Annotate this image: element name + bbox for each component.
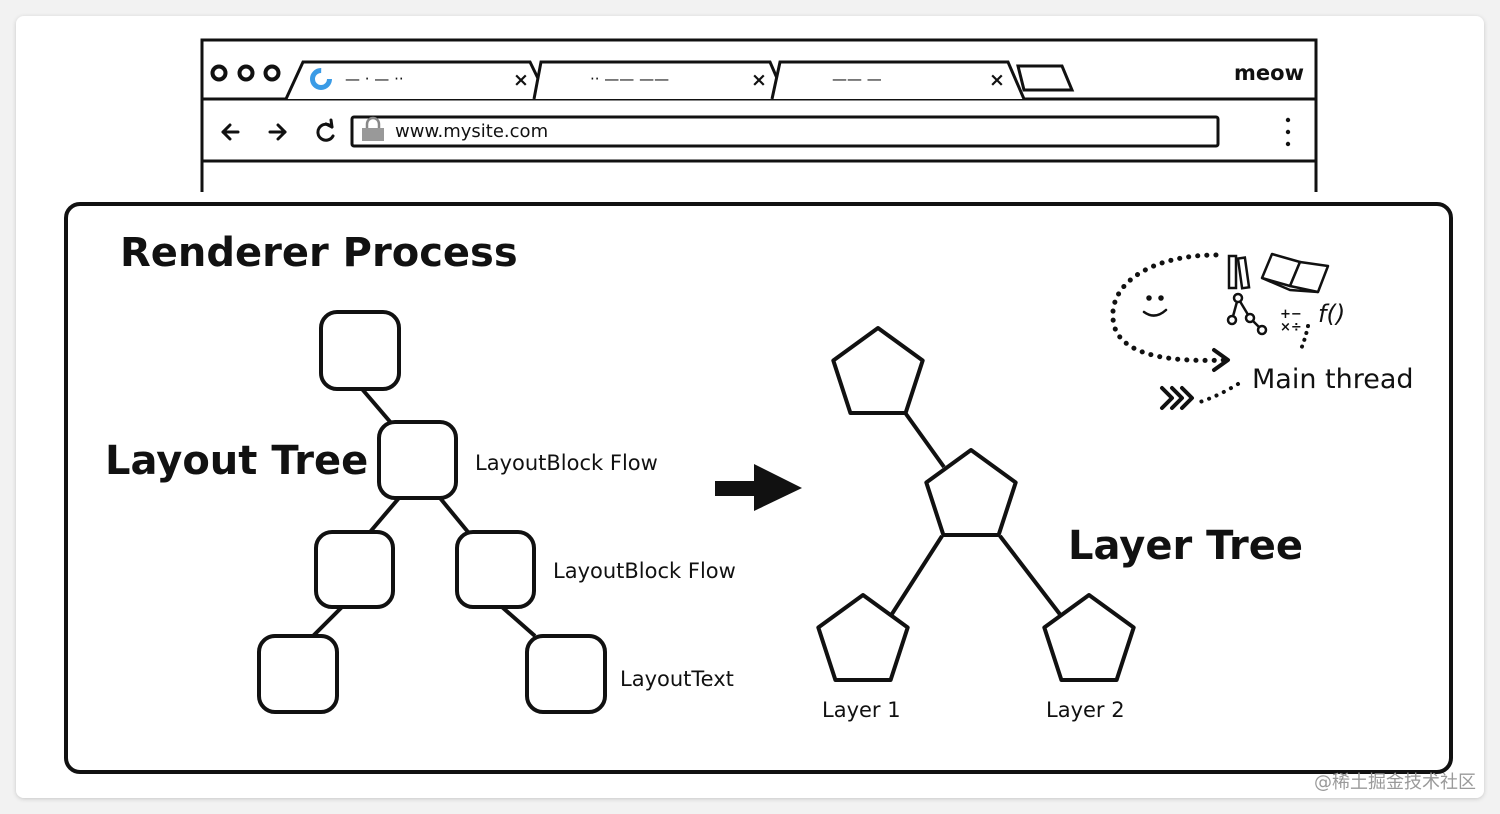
layer-node-root [831,326,925,415]
loading-spinner-icon [310,68,332,90]
layout-node-label-1: LayoutBlock Flow [475,451,658,475]
tab-1-label: — · — ·· [345,70,404,88]
pencils-icon [1227,254,1251,290]
profile-label: meow [1234,61,1304,85]
layout-node-label-3: LayoutText [620,667,734,691]
tab-3[interactable]: —— — × [770,60,1026,100]
layer-2-label: Layer 2 [1046,698,1125,722]
main-thread-label: Main thread [1252,364,1414,395]
layout-tree-title: Layout Tree [105,438,368,484]
browser-window: — · — ·· × ·· —— —— × —— — × meow [200,38,1318,192]
forward-arrow-icon[interactable] [268,123,287,141]
tree-icon [1226,292,1268,336]
reload-icon[interactable] [316,118,335,142]
layout-node-block-flow [377,420,458,500]
fast-forward-chevrons-icon [1160,386,1194,410]
layer-1-label: Layer 1 [822,698,901,722]
smiley-face-icon [1142,295,1168,317]
transform-arrow-icon [715,464,802,511]
kebab-menu-icon[interactable] [1285,117,1291,147]
tab-2-label: ·· —— —— [590,70,669,88]
main-thread-illustration: +− ×÷ f() Main thread [1110,252,1414,410]
function-icon: f() [1318,300,1345,328]
renderer-process-title: Renderer Process [120,230,518,276]
layout-node-left [314,530,395,609]
layout-node-leaf-left [257,634,339,714]
new-tab-button[interactable] [1016,64,1075,92]
layer-tree-title: Layer Tree [1068,523,1303,569]
tab-1[interactable]: — · — ·· × [284,60,550,100]
tab-1-close-icon[interactable]: × [513,69,529,91]
layout-node-root [319,310,401,391]
math-symbols-icon: +− [1280,307,1302,322]
layout-node-label-2: LayoutBlock Flow [553,559,736,583]
tab-3-close-icon[interactable]: × [989,69,1005,91]
window-controls[interactable] [210,64,281,82]
tab-2[interactable]: ·· —— —— × [532,60,788,100]
watermark-text: @稀土掘金技术社区 [1314,772,1476,793]
lock-icon [362,116,384,141]
math-symbols-icon-2: ×÷ [1280,320,1302,335]
tab-3-label: —— — [832,70,882,88]
layout-node-block-flow-child [455,530,536,609]
back-arrow-icon[interactable] [221,123,240,141]
layer-node-middle [924,448,1018,537]
layout-node-text [525,634,607,714]
book-icon [1260,252,1330,294]
address-text: www.mysite.com [395,121,548,142]
tab-2-close-icon[interactable]: × [751,69,767,91]
window-close-control[interactable] [210,64,228,82]
window-maximize-control[interactable] [263,64,281,82]
address-bar[interactable] [350,115,1220,148]
layer-tree: Layer Tree Layer 1 Layer 2 [816,326,1303,722]
layout-tree: Layout Tree LayoutBlock Flow LayoutBlock… [105,310,736,714]
layer-node-2 [1042,593,1136,682]
layer-node-1 [816,593,910,682]
window-minimize-control[interactable] [237,64,255,82]
